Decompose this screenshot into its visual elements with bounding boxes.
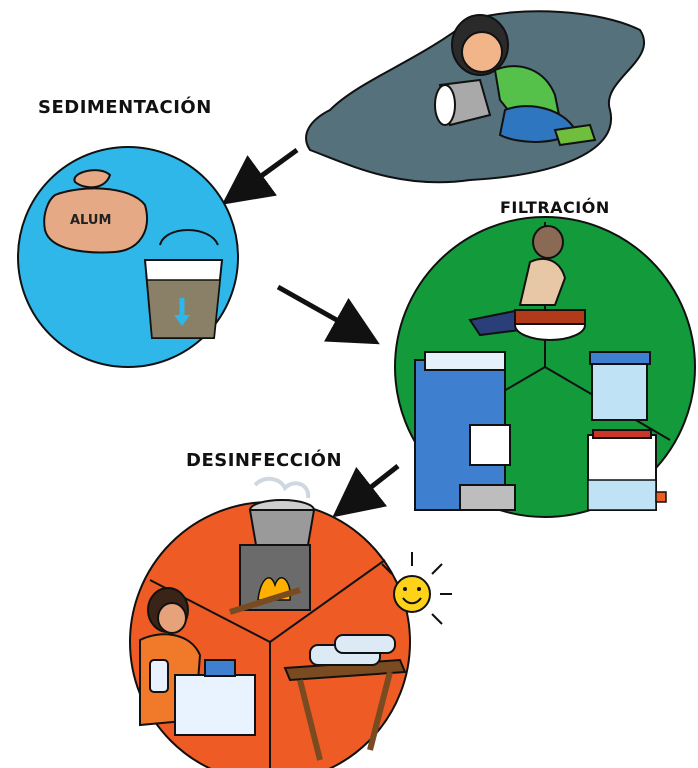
filtration-stage xyxy=(394,216,696,518)
filtration-label: FILTRACIÓN xyxy=(500,198,610,217)
sun-icon xyxy=(393,575,431,613)
ceramic-filter-icon xyxy=(587,351,667,511)
disinfection-stage xyxy=(129,476,452,768)
man-filtering-icon xyxy=(468,225,586,341)
alum-bag-icon: ALUM xyxy=(43,169,148,254)
solar-disinfection-icon xyxy=(283,552,452,761)
disinfection-label: DESINFECCIÓN xyxy=(186,450,343,471)
girl-with-chlorine-icon xyxy=(139,587,256,736)
boiling-pot-icon xyxy=(229,476,316,615)
girl-collecting-water xyxy=(434,14,597,147)
settling-bucket-icon xyxy=(143,229,224,339)
alum-bag-label: ALUM xyxy=(70,213,111,228)
arrow-to-filtration xyxy=(276,284,380,345)
arrow-to-sedimentation xyxy=(221,147,299,205)
arrow-to-disinfection xyxy=(332,464,400,518)
sedimentation-stage: ALUM xyxy=(17,146,239,368)
bio-sand-filter-icon xyxy=(414,351,516,511)
puddle-scene xyxy=(305,10,646,184)
sedimentation-label: SEDIMENTACIÓN xyxy=(38,97,212,118)
